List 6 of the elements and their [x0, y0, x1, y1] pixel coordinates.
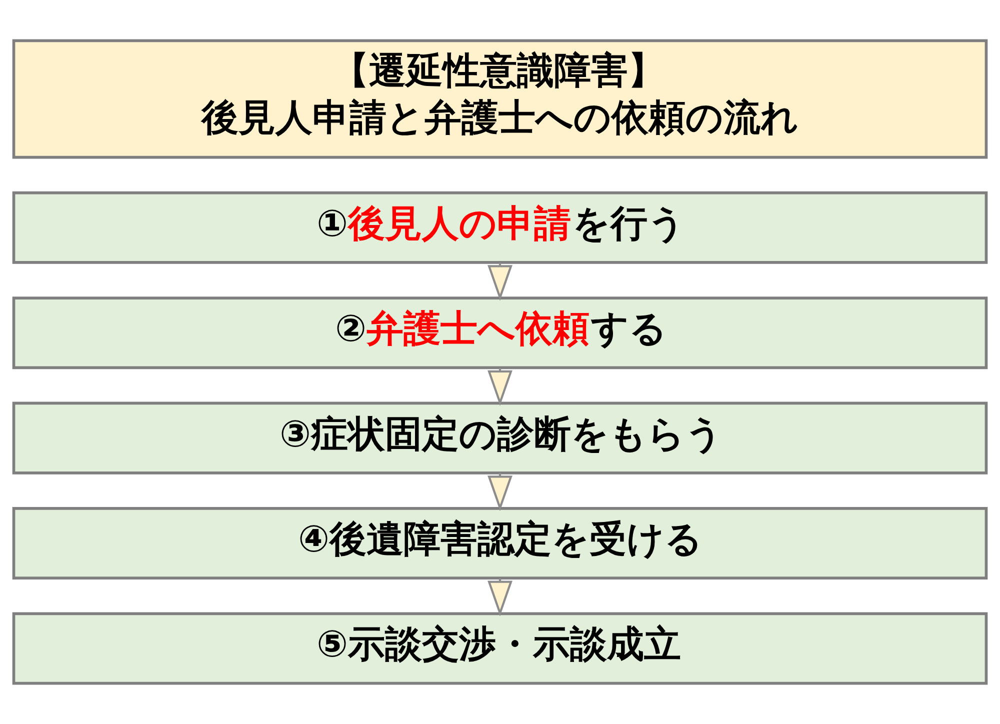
- node-box: ①後見人の申請を行う: [12, 191, 988, 264]
- node-box: 【遷延性意識障害】 後見人申請と弁護士への依頼の流れ: [12, 39, 988, 159]
- node-box: ③症状固定の診断をもらう: [12, 402, 988, 474]
- node-box: ②弁護士へ依頼する: [12, 296, 988, 370]
- node-box: ⑤示談交渉・示談成立: [12, 612, 988, 685]
- node-box: ④後遺障害認定を受ける: [12, 507, 988, 580]
